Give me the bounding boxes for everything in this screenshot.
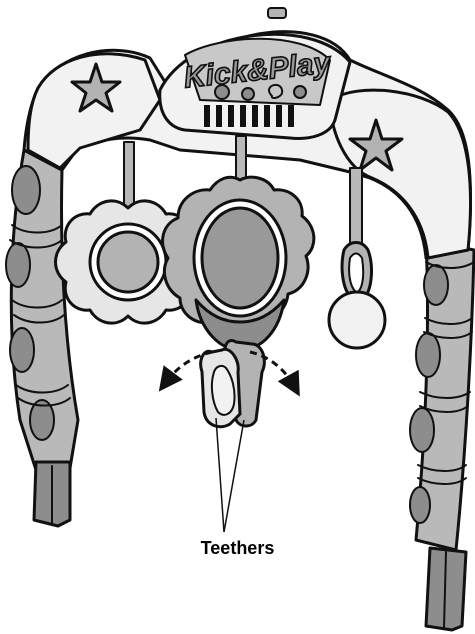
ring-rattle-toy bbox=[329, 243, 385, 349]
callout-label-text: Teethers bbox=[201, 538, 275, 559]
mirror-toy bbox=[163, 177, 314, 350]
left-leg bbox=[6, 150, 78, 526]
right-leg bbox=[410, 240, 474, 630]
teethers-callout-label: Teethers bbox=[0, 538, 475, 559]
callout-leader-lines bbox=[216, 418, 244, 532]
